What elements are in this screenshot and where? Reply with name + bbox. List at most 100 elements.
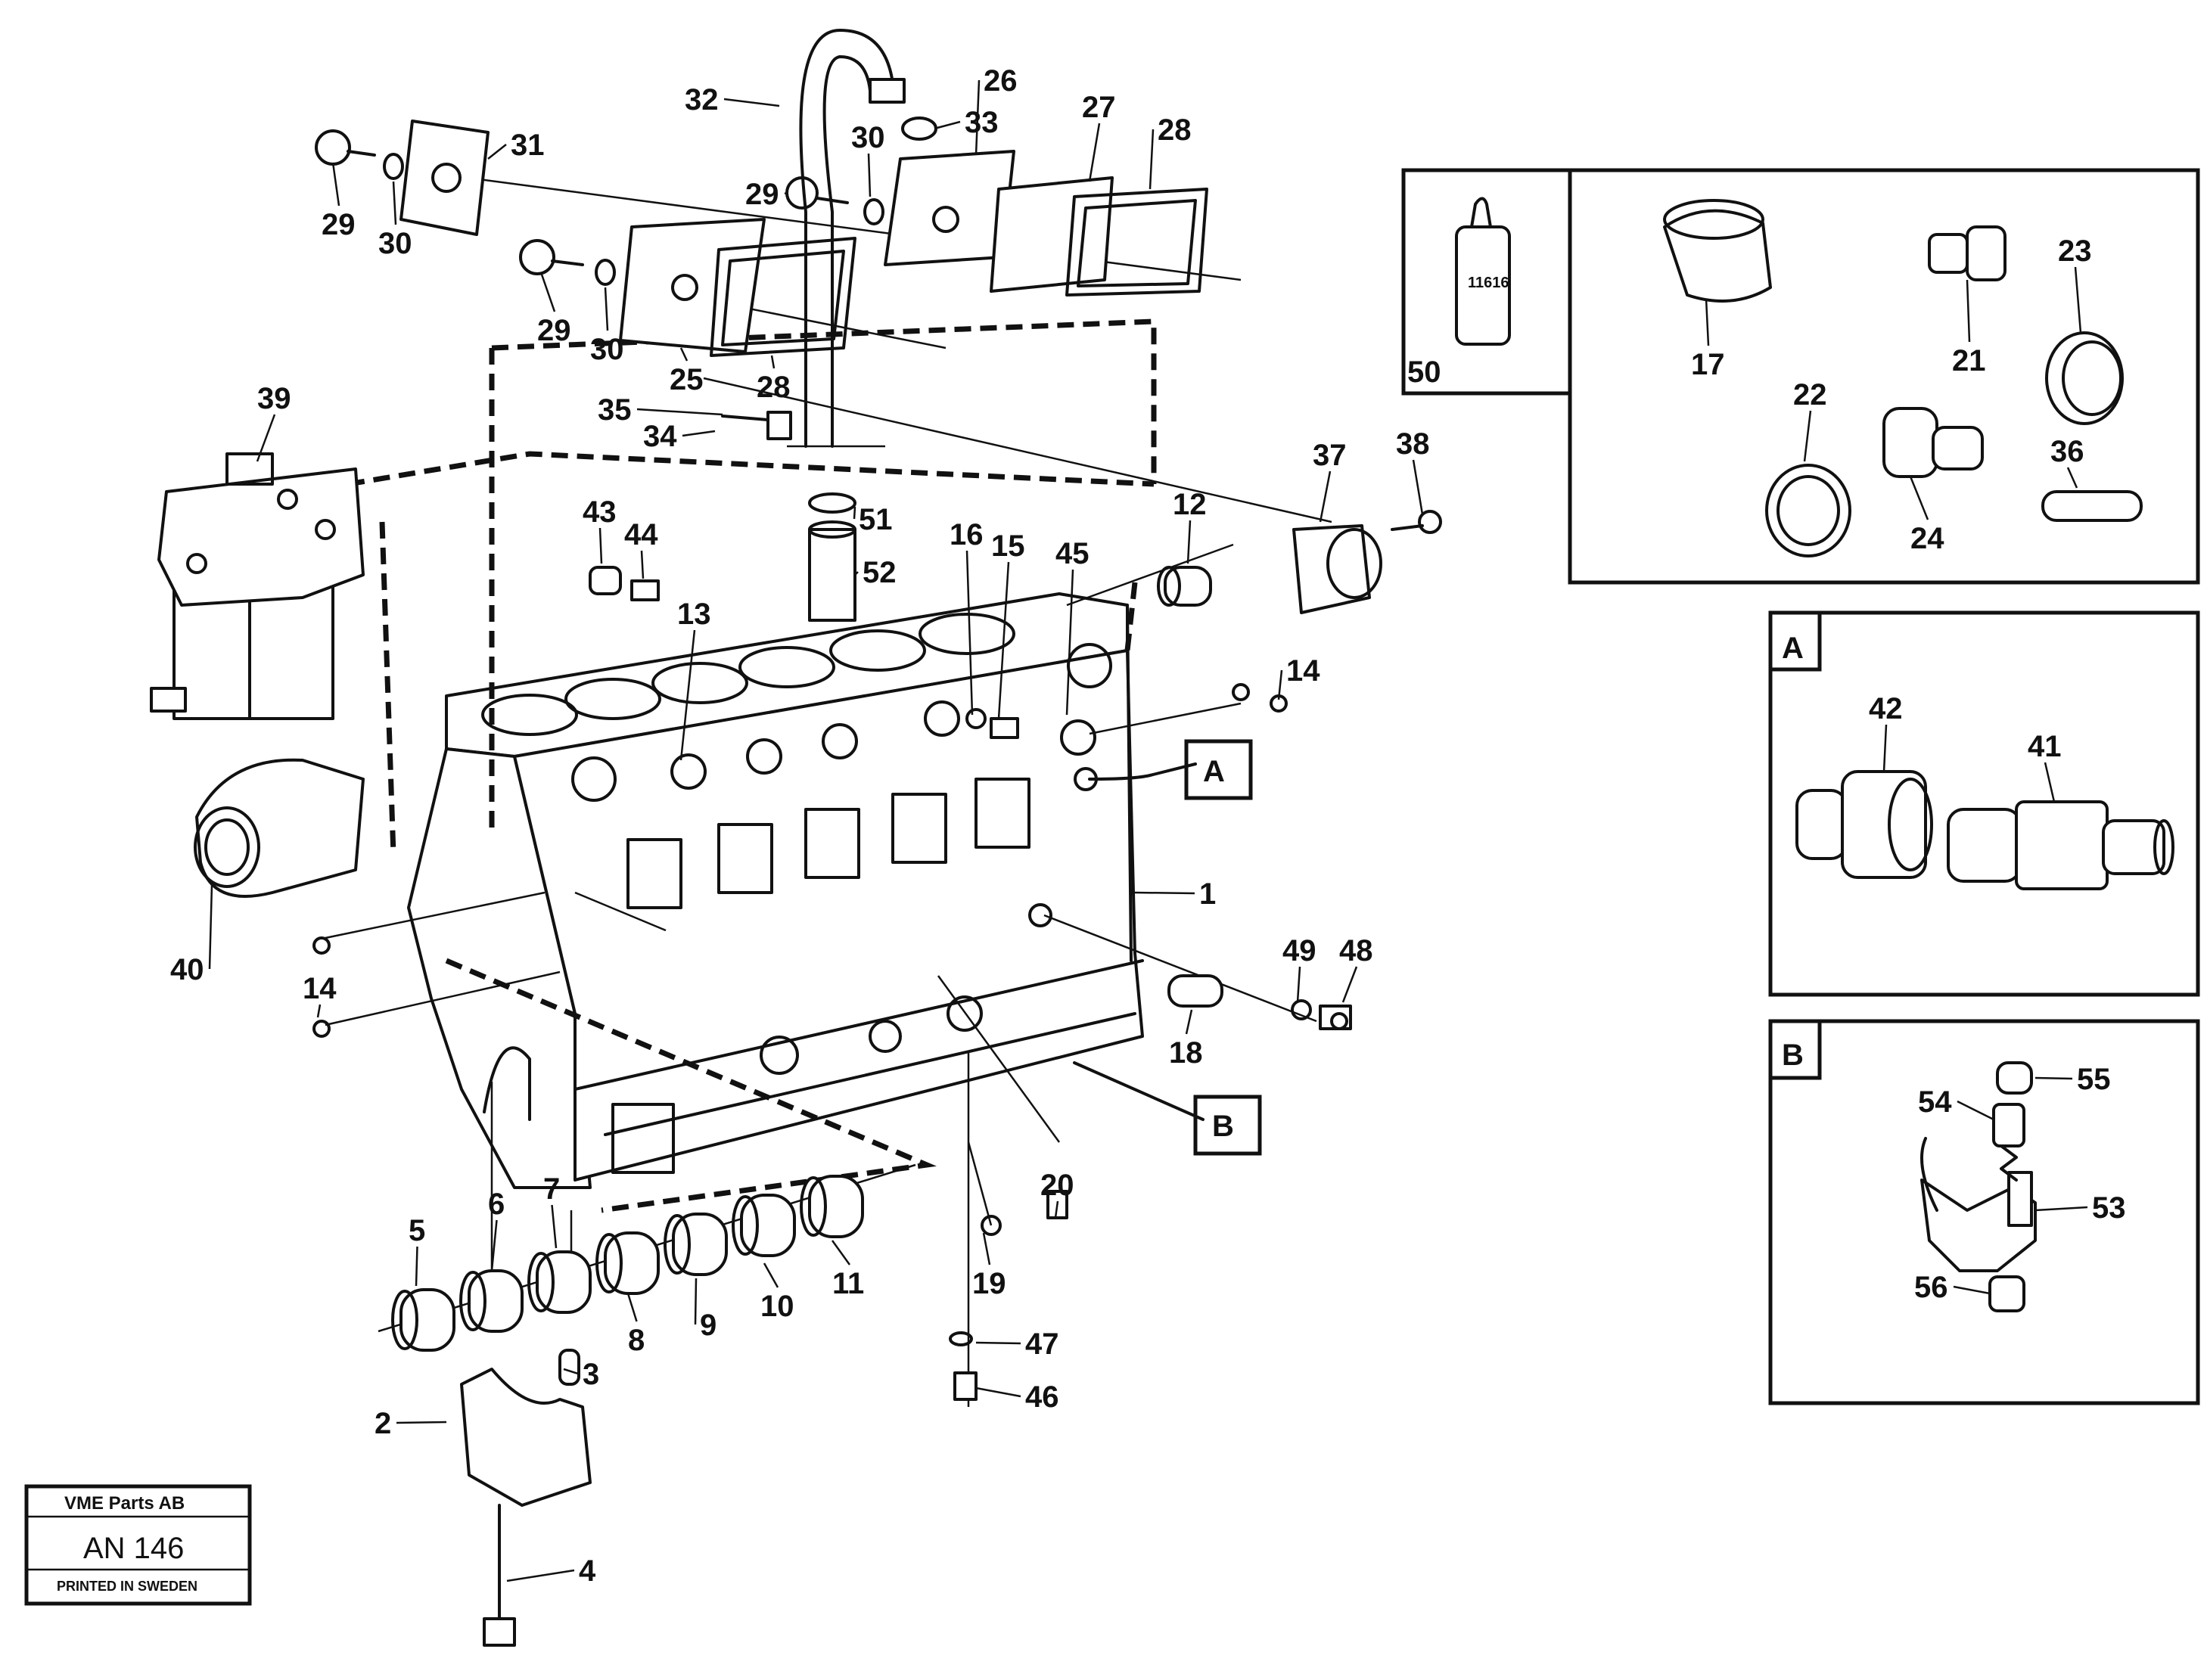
- inset-a-panel: [1768, 610, 2200, 997]
- leader-p30a: [392, 181, 397, 225]
- part-label-p5: 5: [409, 1214, 425, 1247]
- part-label-p56: 56: [1914, 1271, 1948, 1304]
- leader-p41: [2044, 762, 2056, 803]
- leader-p29a: [331, 162, 340, 207]
- plug-12: [1157, 566, 1212, 607]
- leader-p16: [965, 550, 974, 716]
- part-label-p29b: 29: [537, 314, 571, 347]
- callout-b-label: B: [1212, 1110, 1234, 1143]
- callout-a-label: A: [1203, 755, 1225, 788]
- part-label-p30a: 30: [378, 227, 412, 260]
- part-label-p54: 54: [1918, 1085, 1952, 1119]
- leader-p55: [2034, 1076, 2073, 1080]
- stamp-company: VME Parts AB: [64, 1493, 185, 1514]
- part-label-p37: 37: [1313, 439, 1347, 472]
- part-label-p41: 41: [2028, 730, 2062, 763]
- part-label-p55: 55: [2077, 1063, 2111, 1096]
- bottle-label: 11616: [1468, 275, 1509, 291]
- leader-p5: [415, 1246, 418, 1287]
- part-label-p4: 4: [579, 1554, 596, 1588]
- side-cover-25: [519, 218, 766, 353]
- part-label-p49: 49: [1282, 934, 1316, 967]
- part-label-p14a: 14: [1286, 654, 1320, 688]
- part-label-p18: 18: [1169, 1036, 1203, 1070]
- leader-p51: [853, 506, 856, 520]
- leader-p19: [982, 1232, 991, 1265]
- leader-p9: [694, 1278, 698, 1325]
- leader-p17: [1705, 298, 1710, 346]
- leader-p27: [1088, 123, 1101, 182]
- part-label-p32: 32: [685, 83, 719, 116]
- leader-p42: [1882, 724, 1888, 772]
- leader-p22: [1803, 410, 1812, 462]
- part-label-p31: 31: [511, 129, 545, 162]
- leader-p36: [2066, 467, 2078, 489]
- callout-b: B: [1073, 1061, 1262, 1156]
- breather-pipe: [721, 29, 937, 622]
- leader-p28a: [1149, 129, 1155, 190]
- camshaft-bushings: [391, 1175, 864, 1386]
- part-label-p10: 10: [760, 1290, 794, 1323]
- part-label-p40: 40: [170, 953, 204, 986]
- leader-p46: [975, 1387, 1021, 1398]
- part-label-p2: 2: [375, 1407, 391, 1440]
- leader-p28b: [770, 355, 776, 369]
- part-label-p43: 43: [583, 495, 617, 529]
- oil-filter-assembly: [150, 452, 365, 720]
- part-label-p6: 6: [488, 1188, 505, 1221]
- leader-p20: [1054, 1200, 1059, 1219]
- part-label-p30c: 30: [851, 121, 885, 154]
- leader-p31: [487, 144, 507, 160]
- part-label-p27: 27: [1082, 91, 1116, 124]
- leader-p30b: [604, 287, 609, 331]
- part-label-p13: 13: [677, 598, 711, 631]
- leader-p10: [763, 1262, 779, 1288]
- bearing-cap-and-bolt: [460, 1368, 592, 1647]
- leader-p21: [1966, 279, 1971, 343]
- part-label-p50: 50: [1407, 356, 1441, 389]
- plugs-43-44: [312, 566, 1288, 1038]
- leader-p2: [396, 1421, 447, 1424]
- thermostat-housing: [194, 758, 365, 898]
- leader-p43: [598, 527, 603, 564]
- leader-p54: [1957, 1100, 1994, 1121]
- part-label-p24: 24: [1910, 522, 1944, 555]
- leader-p14b: [316, 1004, 322, 1018]
- plugs-18-48-49: [949, 974, 1352, 1401]
- leader-p18: [1185, 1009, 1193, 1035]
- part-label-p51: 51: [859, 503, 893, 536]
- part-label-p22: 22: [1793, 378, 1827, 411]
- inset-b-panel: [1768, 1019, 2200, 1405]
- inset-a-title: A: [1782, 632, 1804, 665]
- leader-p24: [1909, 476, 1929, 520]
- leader-p12: [1186, 520, 1192, 564]
- bracket-37: [1292, 510, 1442, 614]
- leader-p32: [723, 98, 780, 107]
- part-label-p9: 9: [700, 1309, 716, 1342]
- leader-p26: [974, 79, 981, 156]
- stamp-code: AN 146: [83, 1532, 184, 1565]
- part-label-p28a: 28: [1158, 113, 1192, 147]
- part-label-p11: 11: [832, 1267, 864, 1300]
- leader-p33: [934, 120, 961, 130]
- part-label-p12: 12: [1173, 488, 1207, 521]
- leader-p6: [490, 1219, 498, 1272]
- leader-p52: [854, 571, 859, 576]
- part-label-p16: 16: [950, 518, 984, 551]
- part-label-p26: 26: [984, 64, 1018, 98]
- inset-parts-panel: 11616: [1401, 168, 2200, 585]
- leader-p8: [626, 1293, 638, 1322]
- part-label-p25: 25: [670, 363, 704, 396]
- part-label-p52: 52: [863, 556, 897, 589]
- label-leaders: [208, 79, 2088, 1582]
- part-label-p28b: 28: [757, 371, 791, 404]
- printer-stamp: VME Parts AB AN 146 PRINTED IN SWEDEN: [24, 1484, 252, 1606]
- part-label-p53: 53: [2092, 1191, 2126, 1225]
- part-label-p42: 42: [1869, 692, 1903, 725]
- leader-p3: [563, 1368, 579, 1375]
- leader-p40: [208, 884, 213, 970]
- leader-p29b: [539, 272, 556, 312]
- part-label-p29a: 29: [322, 208, 356, 241]
